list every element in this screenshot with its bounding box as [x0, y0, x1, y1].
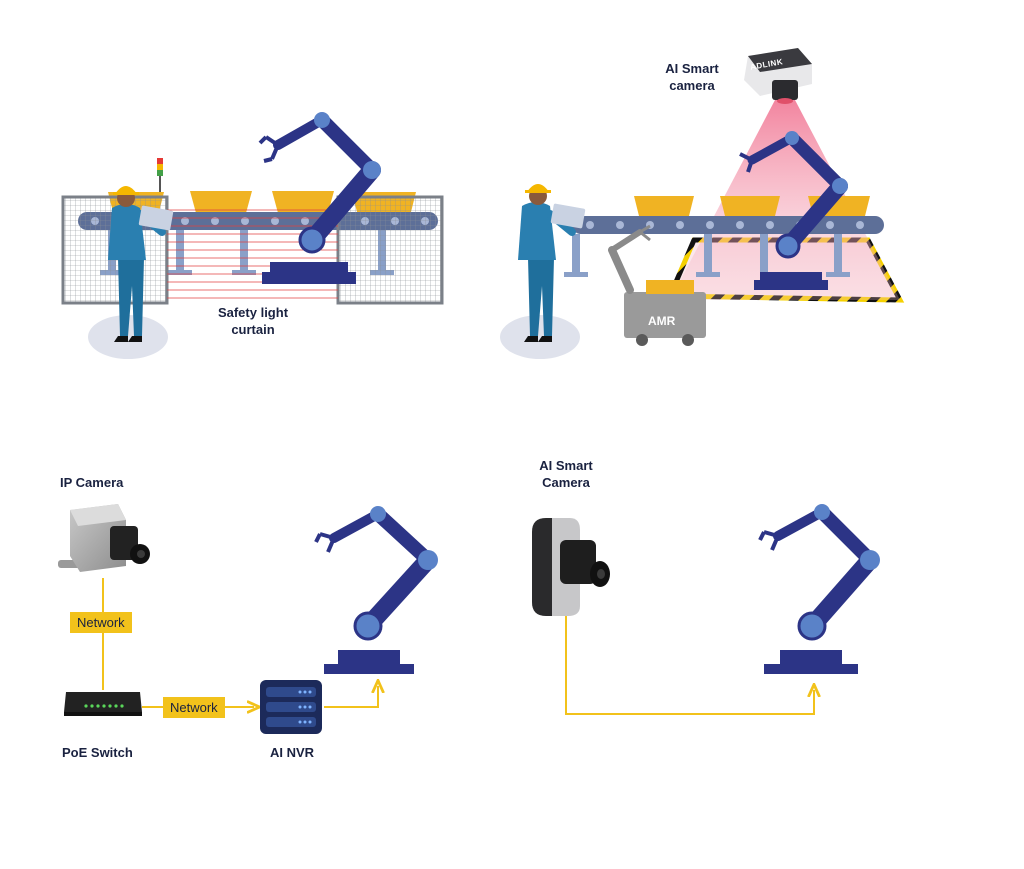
ai-nvr-device [260, 680, 322, 734]
robot-arm-right [739, 131, 848, 290]
robot-arm-nvr [314, 506, 438, 674]
worker-right [500, 184, 586, 359]
ai-smart-camera-bottom-device [532, 518, 610, 616]
amr-label: AMR [648, 314, 676, 328]
ai-smart-camera-bottom-label: AI Smart Camera [539, 458, 593, 490]
ai-smart-camera-top-device [744, 48, 812, 104]
ai-camera-scene [500, 48, 905, 359]
robot-arm-smart [758, 504, 880, 674]
brand-logo-bottom: ADLINK [518, 546, 527, 580]
poe-switch-label: PoE Switch [62, 745, 133, 760]
stack-light [157, 158, 163, 192]
robot-arm-left [258, 112, 381, 284]
network-tag-horizontal: Network [163, 697, 225, 718]
network-tag-vertical: Network [70, 612, 132, 633]
smart-camera-topology [532, 504, 880, 715]
poe-switch-device [64, 692, 142, 716]
nvr-connectors [102, 578, 378, 707]
amr-robot [608, 224, 706, 346]
ai-nvr-label: AI NVR [269, 745, 315, 760]
safety-curtain-scene [61, 112, 444, 359]
nvr-topology [58, 504, 438, 734]
safety-fence-right [336, 195, 444, 305]
ai-smart-camera-top-label: AI Smart camera [665, 61, 719, 93]
ip-camera-device [58, 504, 150, 572]
safety-light-curtain-label: Safety light curtain [217, 305, 289, 337]
smart-camera-connector [565, 616, 814, 715]
worker-left [88, 186, 174, 359]
camera-beam [670, 100, 900, 300]
ip-camera-label: IP Camera [60, 475, 124, 490]
